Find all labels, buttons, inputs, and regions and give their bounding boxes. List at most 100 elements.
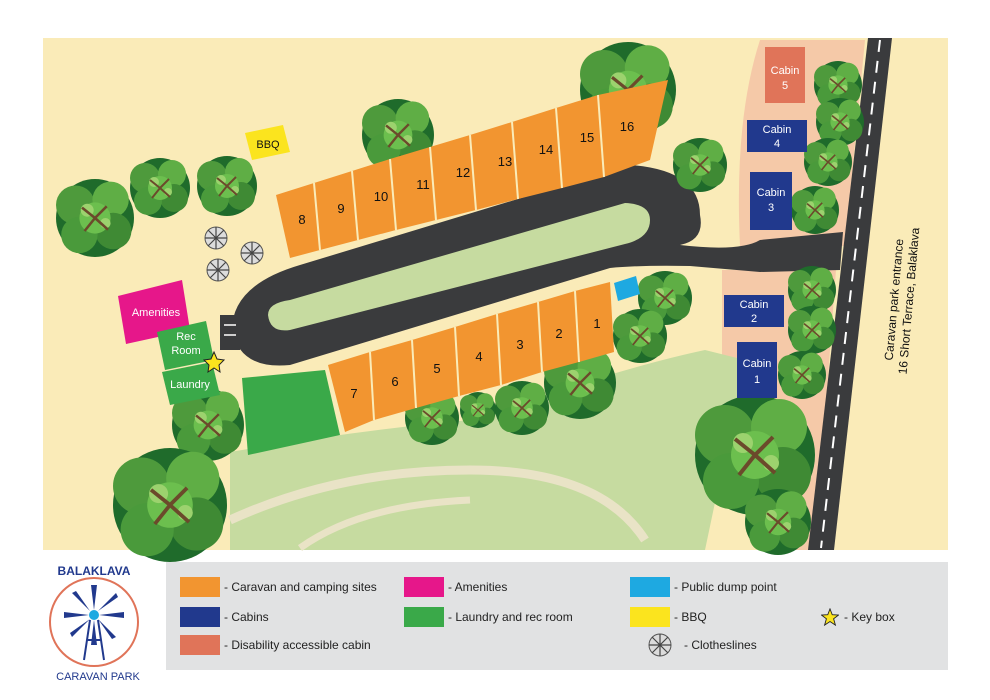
site-13[interactable]: [470, 122, 518, 210]
cabin-3[interactable]: Cabin 3: [750, 172, 792, 230]
caravan-sites-top: [276, 80, 668, 258]
laundry[interactable]: Laundry: [162, 362, 220, 405]
svg-text:4: 4: [774, 138, 780, 150]
legend-swatch-sites: [180, 577, 220, 597]
site-label: 1: [593, 316, 600, 331]
site-10[interactable]: [352, 159, 396, 240]
legend-item-cabins: - Cabins: [180, 607, 269, 627]
legend-label: - Clotheslines: [684, 638, 757, 652]
legend-item-disability: - Disability accessible cabin: [180, 635, 371, 655]
site-label: 5: [433, 361, 440, 376]
site-label: 4: [475, 349, 482, 364]
balaklava-logo: BALAKLAVA CARAVAN PARK: [49, 564, 141, 683]
svg-text:5: 5: [782, 80, 788, 92]
site-label: 14: [539, 142, 553, 157]
svg-text:BBQ: BBQ: [256, 139, 280, 151]
legend-swatch-laundry: [404, 607, 444, 627]
svg-text:Cabin: Cabin: [740, 299, 769, 311]
site-8[interactable]: [276, 183, 320, 258]
site-2[interactable]: [538, 291, 579, 372]
map-legend: - Caravan and camping sites - Cabins - D…: [166, 562, 948, 670]
caravan-sites-bottom: [328, 282, 614, 432]
site-label: 12: [456, 165, 470, 180]
loop-island: [268, 203, 650, 331]
site-label: 9: [337, 201, 344, 216]
site-16[interactable]: [598, 80, 668, 177]
svg-text:Room: Room: [171, 345, 200, 357]
site-label: 11: [416, 177, 430, 192]
rec-room[interactable]: Rec Room: [157, 321, 214, 370]
legend-label: - BBQ: [674, 610, 707, 624]
rec-lawn: [242, 370, 340, 455]
site-label: 15: [580, 130, 594, 145]
site-label: 7: [350, 386, 357, 401]
amenities-building[interactable]: Amenities: [118, 280, 190, 344]
legend-swatch-cabins: [180, 607, 220, 627]
road-centre-line: [820, 39, 881, 549]
site-9[interactable]: [314, 171, 358, 250]
site-label: 6: [391, 374, 398, 389]
site-label: 10: [374, 189, 388, 204]
bbq-area[interactable]: BBQ: [245, 125, 290, 160]
svg-text:Laundry: Laundry: [170, 379, 210, 391]
legend-item-amenities: - Amenities: [404, 577, 507, 597]
legend-item-key-box: - Key box: [820, 607, 895, 627]
open-grass: [230, 350, 745, 550]
site-7[interactable]: [328, 352, 374, 432]
site-4[interactable]: [455, 314, 501, 396]
site-label: 16: [620, 119, 634, 134]
grass-path-2: [297, 496, 471, 551]
legend-item-bbq: - BBQ: [630, 607, 707, 627]
svg-text:3: 3: [768, 202, 774, 214]
public-dump-point[interactable]: [614, 276, 640, 301]
site-14[interactable]: [512, 108, 562, 199]
site-label: 8: [298, 212, 305, 227]
legend-swatch-bbq: [630, 607, 670, 627]
site-11[interactable]: [390, 147, 436, 230]
cabin-5[interactable]: Cabin 5: [765, 47, 805, 103]
site-label: 13: [498, 154, 512, 169]
windmill-icon: [64, 585, 124, 645]
legend-label: - Laundry and rec room: [448, 610, 573, 624]
legend-item-laundry: - Laundry and rec room: [404, 607, 573, 627]
legend-label: - Cabins: [224, 610, 269, 624]
svg-text:1: 1: [754, 374, 760, 386]
site-6[interactable]: [370, 340, 416, 420]
site-15[interactable]: [556, 95, 604, 188]
grass-path: [228, 465, 649, 543]
legend-swatch-amenities: [404, 577, 444, 597]
site-1[interactable]: [575, 282, 614, 362]
legend-label: - Public dump point: [674, 580, 777, 594]
svg-text:Amenities: Amenities: [132, 307, 181, 319]
loop-stub: [220, 315, 240, 350]
svg-text:2: 2: [751, 313, 757, 325]
cabin-2[interactable]: Cabin 2: [724, 295, 784, 327]
cabin-1[interactable]: Cabin 1: [737, 342, 777, 398]
svg-text:Cabin: Cabin: [757, 187, 786, 199]
site-5[interactable]: [412, 327, 459, 408]
svg-text:Cabin: Cabin: [763, 124, 792, 136]
legend-item-clotheslines: - Clotheslines: [640, 633, 757, 657]
key-box-star-icon[interactable]: [202, 350, 226, 374]
clothesline-icon: [640, 633, 680, 657]
cabin-4[interactable]: Cabin 4: [747, 120, 807, 152]
star-icon: [820, 607, 840, 627]
svg-text:Cabin: Cabin: [771, 65, 800, 77]
site-3[interactable]: [497, 302, 542, 385]
legend-item-sites: - Caravan and camping sites: [180, 577, 377, 597]
svg-text:Cabin: Cabin: [743, 358, 772, 370]
legend-swatch-disability: [180, 635, 220, 655]
legend-label: - Caravan and camping sites: [224, 580, 377, 594]
site-12[interactable]: [430, 135, 476, 220]
site-label: 2: [555, 326, 562, 341]
logo-bottom-text: CARAVAN PARK: [56, 671, 140, 683]
legend-label: - Disability accessible cabin: [224, 638, 371, 652]
legend-item-dump-point: - Public dump point: [630, 577, 777, 597]
svg-text:Rec: Rec: [176, 331, 196, 343]
legend-label: - Amenities: [448, 580, 508, 594]
logo-top-text: BALAKLAVA: [58, 564, 131, 578]
legend-label: - Key box: [844, 610, 895, 624]
site-label: 3: [516, 337, 523, 352]
legend-swatch-dump-point: [630, 577, 670, 597]
